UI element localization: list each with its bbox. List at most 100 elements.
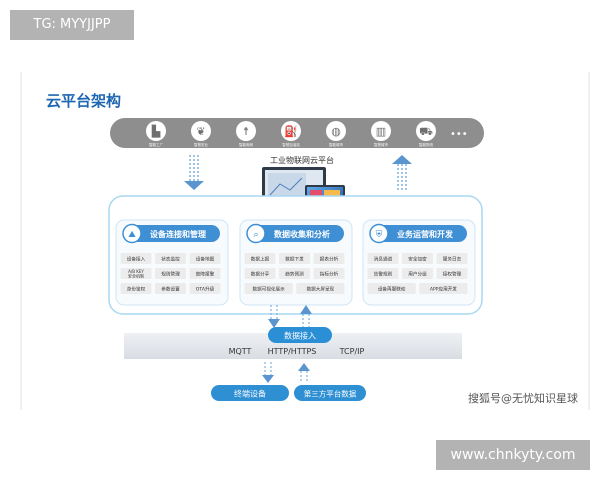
module-cell-label: 安全机制 [128, 272, 144, 278]
module-cell[interactable]: 数据上报 [244, 253, 276, 264]
module-cell[interactable]: 告警规则 [367, 268, 399, 279]
application-item-7[interactable]: ⛟智能物流 [416, 121, 436, 147]
module-cell-label: 规则管理 [161, 271, 180, 278]
frame-left-edge [20, 72, 22, 410]
module-cell-bg [436, 253, 468, 264]
module-cell-label: 数据大屏呈现 [307, 286, 335, 293]
mountain-icon [122, 223, 142, 244]
module-cell[interactable]: 指标分析 [313, 268, 345, 279]
application-item-3[interactable]: ☨智能电网 [236, 121, 256, 147]
application-item-label: 智能工厂 [149, 142, 163, 147]
application-item-2[interactable]: ❦ 智慧农业 [191, 121, 211, 147]
mountain-icon-glyph: ⛰ [128, 230, 136, 240]
module-cell[interactable]: 趋势预测 [279, 268, 310, 279]
module-cell[interactable]: 规则管理 [155, 268, 186, 279]
module-cell-bg [189, 253, 221, 264]
module-cell-bg [367, 283, 416, 294]
power-tower-icon [236, 121, 256, 141]
page-title: 云平台架构 [46, 92, 122, 110]
module-cell[interactable]: 设备地图 [189, 253, 221, 264]
panel-header [124, 225, 220, 242]
module-cell-bg [244, 283, 293, 294]
module-cell-bg [120, 283, 152, 294]
module-cell-bg [402, 268, 433, 279]
application-item-5[interactable]: ◍智能城市 [326, 121, 346, 147]
module-cell-bg [367, 253, 399, 264]
module-cell-label: 数据可视化展示 [253, 286, 286, 293]
up-arrow-right [392, 155, 412, 190]
module-cell-label: 设备地图 [196, 256, 215, 263]
application-item-label: 智慧农业 [194, 142, 208, 147]
arrows-to-access [268, 305, 312, 328]
module-cell[interactable]: 数据下发 [279, 253, 310, 264]
module-cell-bg [313, 268, 345, 279]
panel-title: 设备连接和管理 [150, 229, 206, 239]
module-cell-bg [120, 253, 152, 264]
application-item-label: 智能物流 [419, 142, 433, 147]
module-cell[interactable]: 状态监控 [155, 253, 186, 264]
factory-icon [146, 121, 166, 141]
module-cell[interactable]: APP应用开发 [419, 283, 468, 294]
module-cell[interactable]: 设备再服联动 [367, 283, 416, 294]
module-cell[interactable]: OTA升级 [189, 283, 221, 294]
module-cell-label: 服务日志 [443, 256, 462, 263]
module-cell[interactable]: 数据大屏呈现 [296, 283, 345, 294]
protocol-mqtt: MQTT [229, 347, 252, 356]
down-arrow-left [184, 155, 204, 190]
data-access-label: 数据接入 [284, 331, 316, 341]
plant-icon [191, 121, 211, 141]
application-item-1[interactable]: ▙智能工厂 [146, 121, 166, 147]
module-cell[interactable]: 身份鉴权 [120, 283, 152, 294]
module-cell-bg [244, 253, 276, 264]
protocol-http: HTTP/HTTPS [268, 347, 317, 356]
module-cell[interactable]: 设备接入 [120, 253, 152, 264]
shield-icon-glyph: ⛨ [376, 230, 383, 240]
search-icon [246, 223, 266, 244]
module-cell-label: 接权管理 [443, 271, 462, 278]
fuel-station-icon [281, 121, 301, 141]
module-cell[interactable]: 故障报警 [189, 268, 221, 279]
data-access-pill [268, 327, 332, 343]
terminal-device-button[interactable] [211, 385, 289, 401]
module-cell-label: A/B KEY [128, 269, 144, 274]
module-cell[interactable]: 数据分享 [244, 268, 276, 279]
module-cell[interactable]: 用户分组 [402, 268, 433, 279]
module-cell-bg [313, 253, 345, 264]
module-cell-bg [436, 268, 468, 279]
module-cell-bg [419, 283, 468, 294]
module-cell[interactable]: 报表分析 [313, 253, 345, 264]
plant-icon-glyph: ❦ [196, 125, 205, 138]
module-cell-label: 趋势预测 [285, 271, 304, 278]
frame-right-edge [588, 72, 590, 410]
module-cell-bg [367, 268, 399, 279]
globe-icon-glyph: ◍ [331, 125, 341, 138]
terminal-device-label: 终端设备 [234, 389, 266, 399]
module-cell[interactable]: 数据可视化展示 [244, 283, 293, 294]
module-cell-label: 设备再服联动 [378, 286, 406, 293]
protocol-tcp: TCP/IP [339, 347, 365, 356]
module-cell[interactable]: 接权管理 [436, 268, 468, 279]
application-item-4[interactable]: ⛽智慧加油站 [281, 121, 301, 147]
application-item-label: 智能电网 [239, 142, 253, 147]
application-item-6[interactable]: ▥智慧城市 [371, 121, 391, 147]
module-cell-label: 报表分析 [320, 256, 339, 263]
module-cell-label: 身份鉴权 [127, 286, 146, 293]
module-cell-bg [244, 268, 276, 279]
module-cell[interactable]: 服务日志 [436, 253, 468, 264]
module-cell-label: 设备接入 [127, 256, 146, 263]
truck-icon [416, 121, 436, 141]
third-party-data-button[interactable] [294, 385, 366, 401]
more-icon: ••• [450, 129, 468, 140]
module-cell-bg [120, 268, 152, 279]
module-cell[interactable]: 安全加密 [402, 253, 433, 264]
module-cell[interactable]: 参数设置 [155, 283, 186, 294]
module-cell-bg [189, 283, 221, 294]
module-cell-bg [155, 283, 186, 294]
module-cell-bg [189, 268, 221, 279]
module-cell-label: 安全加密 [408, 256, 427, 263]
module-cell[interactable]: 消息通道 [367, 253, 399, 264]
module-cell-label: 消息通道 [374, 256, 393, 263]
